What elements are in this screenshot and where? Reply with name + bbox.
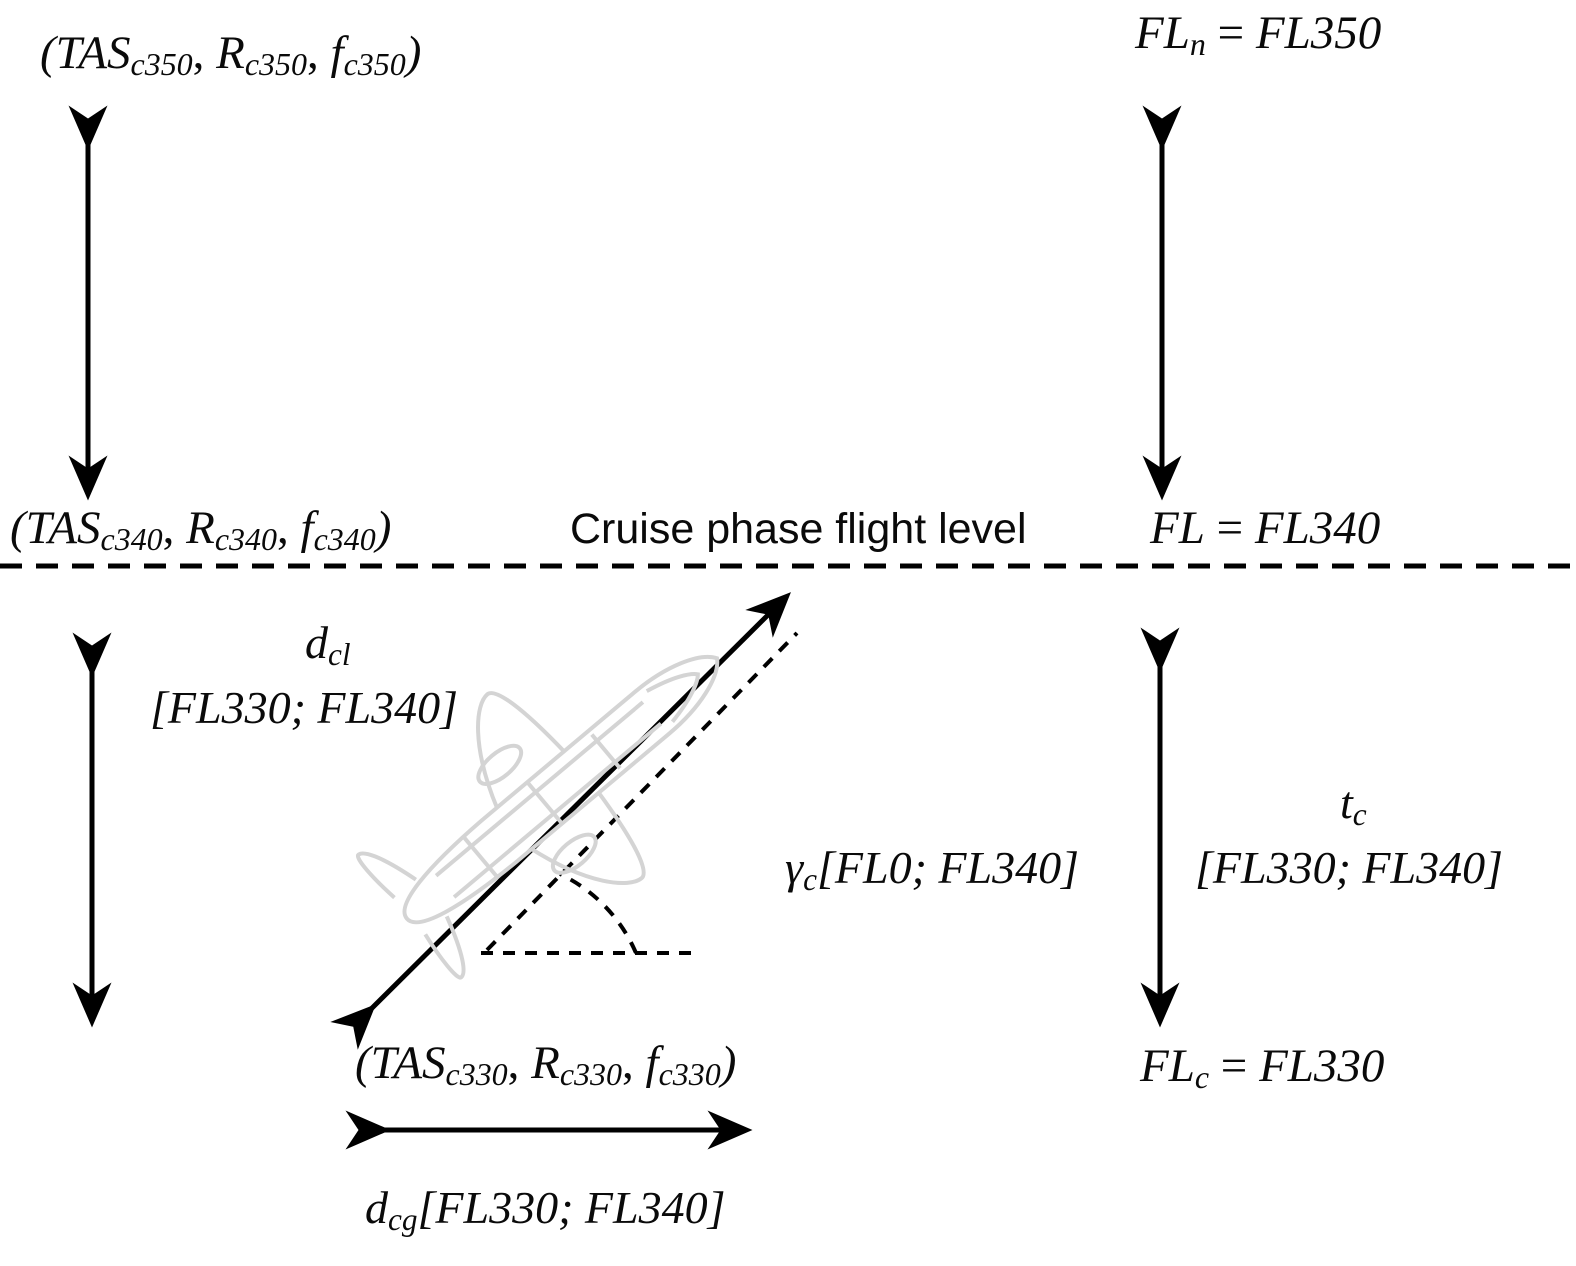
label-t-c-range: [FL330; FL340] xyxy=(1195,842,1503,893)
r-symbol: R xyxy=(216,27,245,79)
comma: , xyxy=(192,27,217,79)
comma: , xyxy=(162,502,187,554)
gamma-symbol: γ xyxy=(785,842,804,893)
paren-open: ( xyxy=(355,1037,371,1089)
r-symbol: R xyxy=(531,1037,560,1089)
tas-subscript: c350 xyxy=(130,47,193,83)
r-subscript: c350 xyxy=(244,47,307,83)
d-symbol: d xyxy=(305,617,328,668)
paren-close: ) xyxy=(720,1037,737,1089)
fl-value: FL340 xyxy=(1254,502,1381,554)
equals-sign: = xyxy=(1209,1040,1260,1092)
label-tuple-fl350: (TASc350, Rc350, fc350) xyxy=(40,30,421,81)
r-symbol: R xyxy=(186,502,215,554)
paren-close: ) xyxy=(405,27,422,79)
fl-value: FL330 xyxy=(1259,1040,1385,1092)
dashed-climb-gradient xyxy=(485,631,799,952)
tas-symbol: TAS xyxy=(370,1037,446,1089)
fl-subscript: n xyxy=(1189,27,1206,63)
f-symbol: f xyxy=(330,27,344,79)
label-tuple-fl340: (TASc340, Rc340, fc340) xyxy=(10,505,391,556)
equals-sign: = xyxy=(1205,7,1256,59)
dashed-angle-arc xyxy=(559,872,638,954)
label-fl-n: FLn = FL350 xyxy=(1135,10,1381,61)
f-subscript: c340 xyxy=(313,522,376,558)
fl-subscript: c xyxy=(1194,1060,1210,1096)
tas-symbol: TAS xyxy=(25,502,101,554)
r-subscript: c330 xyxy=(559,1057,622,1093)
comma: , xyxy=(507,1037,532,1089)
r-subscript: c340 xyxy=(214,522,277,558)
tas-symbol: TAS xyxy=(55,27,131,79)
comma: , xyxy=(307,27,331,79)
paren-open: ( xyxy=(10,502,26,554)
paren-open: ( xyxy=(40,27,56,79)
f-subscript: c330 xyxy=(658,1057,721,1093)
comma: , xyxy=(622,1037,646,1089)
gamma-subscript: c xyxy=(803,861,818,897)
gamma-range: [FL0; FL340] xyxy=(817,842,1080,893)
d-symbol: d xyxy=(365,1182,388,1233)
t-symbol: t xyxy=(1340,777,1353,828)
fl-symbol: FL xyxy=(1140,1040,1195,1092)
label-fl: FL = FL340 xyxy=(1150,505,1380,556)
paren-close: ) xyxy=(375,502,392,554)
equals-sign: = xyxy=(1204,502,1255,554)
comma: , xyxy=(277,502,301,554)
label-d-cl-symbol: dcl xyxy=(305,617,351,672)
d-subscript: cl xyxy=(328,636,351,672)
label-gamma-c: γc[FL0; FL340] xyxy=(785,842,1080,897)
d-range: [FL330; FL340] xyxy=(417,1182,726,1233)
aircraft-silhouette xyxy=(356,655,720,980)
tas-subscript: c330 xyxy=(445,1057,508,1093)
f-symbol: f xyxy=(645,1037,659,1089)
fl-symbol: FL xyxy=(1135,7,1190,59)
label-fl-c: FLc = FL330 xyxy=(1140,1043,1384,1094)
f-subscript: c350 xyxy=(343,47,406,83)
d-subscript: cg xyxy=(388,1201,418,1237)
label-d-cg: dcg[FL330; FL340] xyxy=(365,1182,726,1237)
arrow-climb-path xyxy=(330,592,791,1050)
label-t-c-symbol: tc xyxy=(1340,777,1367,832)
label-tuple-fl330: (TASc330, Rc330, fc330) xyxy=(355,1040,736,1091)
f-symbol: f xyxy=(300,502,314,554)
label-d-cl-range: [FL330; FL340] xyxy=(150,682,458,733)
label-cruise-phase-flight-level: Cruise phase flight level xyxy=(570,505,1027,553)
tas-subscript: c340 xyxy=(100,522,163,558)
fl-symbol: FL xyxy=(1150,502,1205,554)
t-subscript: c xyxy=(1352,796,1367,832)
fl-value: FL350 xyxy=(1255,7,1382,59)
